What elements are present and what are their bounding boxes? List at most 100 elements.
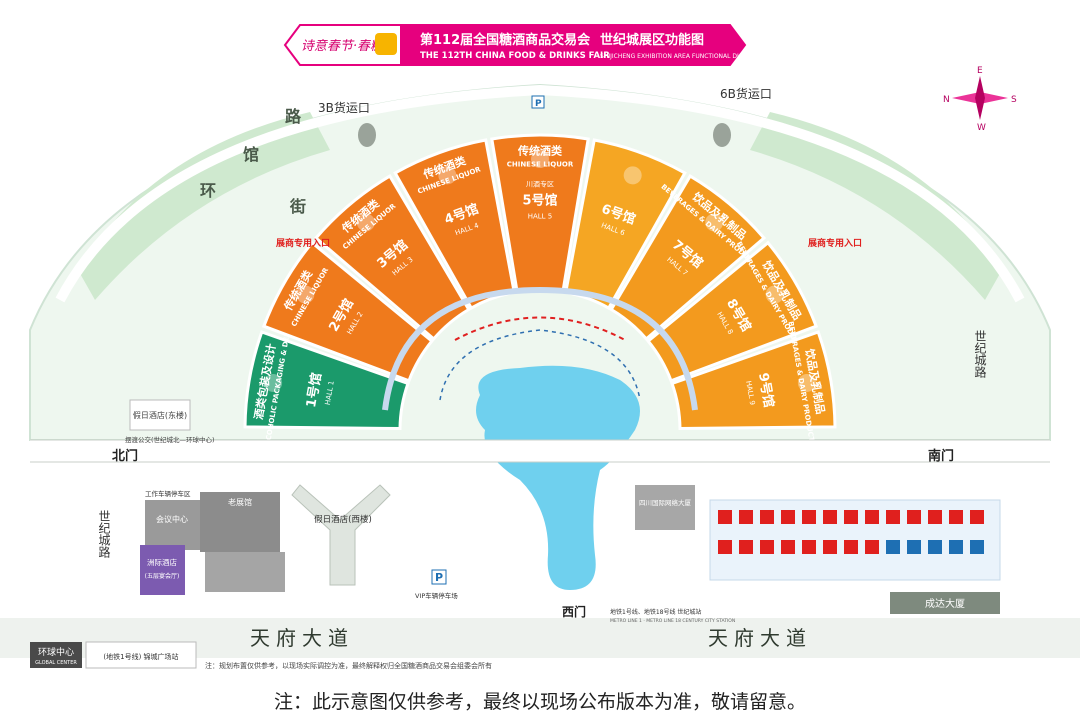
legend-symbol-icon bbox=[739, 540, 753, 554]
chengda-building bbox=[890, 592, 1000, 614]
svg-text:P: P bbox=[535, 99, 542, 109]
legend-symbol-icon bbox=[949, 510, 963, 524]
legend-symbol-icon bbox=[844, 540, 858, 554]
svg-text:(地铁1号线) 锦城广场站: (地铁1号线) 锦城广场站 bbox=[103, 652, 178, 661]
tree-circle-right bbox=[713, 123, 731, 147]
banner-title-en: THE 112TH CHINA FOOD & DRINKS FAIR bbox=[420, 51, 610, 61]
svg-text:(五层宴会厅): (五层宴会厅) bbox=[145, 572, 180, 580]
legend-symbol-icon bbox=[949, 540, 963, 554]
legend-symbol-icon bbox=[928, 540, 942, 554]
north-gate-label[interactable]: 北门 bbox=[112, 448, 138, 464]
sichuan-building bbox=[635, 485, 695, 530]
banner-subtitle-cn: 世纪城展区功能图 bbox=[600, 32, 704, 48]
footnote: 注：此示意图仅供参考，最终以现场公布版本为准，敬请留意。 bbox=[273, 691, 806, 713]
disclaimer: 注：规划布置仅供参考，以现场实际调控为准，最终解释权归全国糖酒商品交易会组委会所… bbox=[205, 661, 492, 670]
vip-entrance-right[interactable]: 展商专用入口 bbox=[808, 237, 862, 249]
road-label-huanguan-1: 环 bbox=[200, 181, 216, 200]
intercontinental-hotel bbox=[140, 545, 185, 595]
svg-text:E: E bbox=[977, 66, 983, 76]
hall-badge-icon bbox=[623, 166, 642, 185]
svg-text:四川国际网络大厦: 四川国际网络大厦 bbox=[639, 498, 692, 507]
hall-badge-icon bbox=[264, 373, 283, 392]
legend-symbol-icon bbox=[718, 540, 732, 554]
legend-symbol-icon bbox=[823, 540, 837, 554]
hotel-east bbox=[129, 399, 191, 431]
south-gate-label[interactable]: 南门 bbox=[928, 448, 954, 464]
title-banner: 诗意春节·春糖 第112届全国糖酒商品交易会 THE 112TH CHINA F… bbox=[283, 24, 761, 66]
legend-symbol-icon bbox=[739, 510, 753, 524]
hall-note: 川酒专区 bbox=[526, 180, 554, 189]
svg-text:假日酒店(西楼): 假日酒店(西楼) bbox=[314, 514, 372, 525]
metro-century-label-en: METRO LINE 1 · METRO LINE 18 CENTURY CIT… bbox=[610, 618, 735, 624]
legend-symbol-icon bbox=[802, 540, 816, 554]
legend-symbol-icon bbox=[781, 540, 795, 554]
road-label-shiji-left: 世纪城路 bbox=[97, 510, 111, 559]
hall-badge-icon bbox=[438, 166, 457, 185]
fair-logo-icon bbox=[375, 33, 397, 55]
bus-stop-label: 摆渡公交(世纪城北—环球中心) bbox=[125, 435, 215, 444]
svg-text:会议中心: 会议中心 bbox=[156, 514, 188, 524]
hall-badge-icon bbox=[531, 150, 549, 168]
compass-icon: N S E W bbox=[943, 66, 1017, 133]
legend-symbol-icon bbox=[865, 510, 879, 524]
legend-symbol-icon bbox=[970, 540, 984, 554]
svg-text:洲际酒店: 洲际酒店 bbox=[147, 557, 177, 567]
legend-symbol-icon bbox=[718, 510, 732, 524]
metro-jincheng-tag[interactable] bbox=[85, 641, 197, 669]
svg-text:老展馆: 老展馆 bbox=[228, 497, 252, 507]
metro-century-label[interactable]: 地铁1号线、地铁18号线 世纪城站 bbox=[610, 608, 701, 616]
hall-category-en: CHINESE LIQUOR bbox=[507, 161, 574, 169]
legend-symbol-icon bbox=[760, 510, 774, 524]
legend-symbol-icon bbox=[907, 510, 921, 524]
legend-symbol-icon bbox=[823, 510, 837, 524]
vip-parking-label: VIP车辆停车场 bbox=[415, 591, 458, 600]
banner-subtitle-en: SHIJICHENG EXHIBITION AREA FUNCTIONAL DI… bbox=[600, 53, 761, 60]
svg-text:假日酒店(东楼): 假日酒店(东楼) bbox=[133, 410, 187, 420]
green-belt-right bbox=[750, 112, 1002, 300]
svg-text:成达大厦: 成达大厦 bbox=[925, 597, 965, 610]
legend-symbol-icon bbox=[970, 510, 984, 524]
legend-symbol-icon bbox=[928, 510, 942, 524]
hall-badge-icon bbox=[356, 213, 375, 232]
legend-symbol-icon bbox=[844, 510, 858, 524]
svg-text:W: W bbox=[977, 123, 986, 133]
tree-circle-left bbox=[358, 123, 376, 147]
global-center-tag[interactable] bbox=[30, 642, 82, 668]
hall-category-cn: 传统酒类 bbox=[517, 144, 563, 158]
hall-number-cn: 1号馆 bbox=[303, 372, 325, 409]
cargo-3b-label: 3B货运口 bbox=[318, 100, 370, 115]
hall-number-cn: 9号馆 bbox=[755, 372, 777, 409]
old-exhibition-hall bbox=[200, 492, 280, 552]
west-gate-label[interactable]: 西门 bbox=[562, 604, 586, 619]
banner-title-cn: 第112届全国糖酒商品交易会 bbox=[420, 32, 591, 48]
banner-slogan: 诗意春节·春糖 bbox=[301, 38, 385, 54]
hall-badge-icon bbox=[797, 373, 816, 392]
road-label-huanguan-3: 路 bbox=[285, 107, 302, 126]
svg-text:N: N bbox=[943, 95, 950, 105]
legend bbox=[709, 499, 1001, 581]
legend-symbol-icon bbox=[886, 510, 900, 524]
vip-entrance-left[interactable]: 展商专用入口 bbox=[276, 237, 330, 249]
legend-symbol-icon bbox=[907, 540, 921, 554]
svg-text:P: P bbox=[435, 571, 443, 584]
legend-symbol-icon bbox=[886, 540, 900, 554]
hall-number-cn: 5号馆 bbox=[522, 193, 557, 209]
lake bbox=[476, 365, 640, 590]
hotel-west bbox=[291, 484, 391, 586]
road-label-huanguan-4: 街 bbox=[289, 197, 306, 216]
conference-center bbox=[145, 500, 200, 550]
legend-symbol-icon bbox=[760, 540, 774, 554]
legend-symbol-icon bbox=[781, 510, 795, 524]
svg-text:GLOBAL CENTER: GLOBAL CENTER bbox=[35, 660, 77, 666]
hall-badge-icon bbox=[705, 213, 724, 232]
road-label-shiji-right: 世纪城路 bbox=[973, 330, 987, 379]
hall-badge-icon bbox=[296, 285, 315, 304]
hall-badge-icon bbox=[765, 285, 784, 304]
